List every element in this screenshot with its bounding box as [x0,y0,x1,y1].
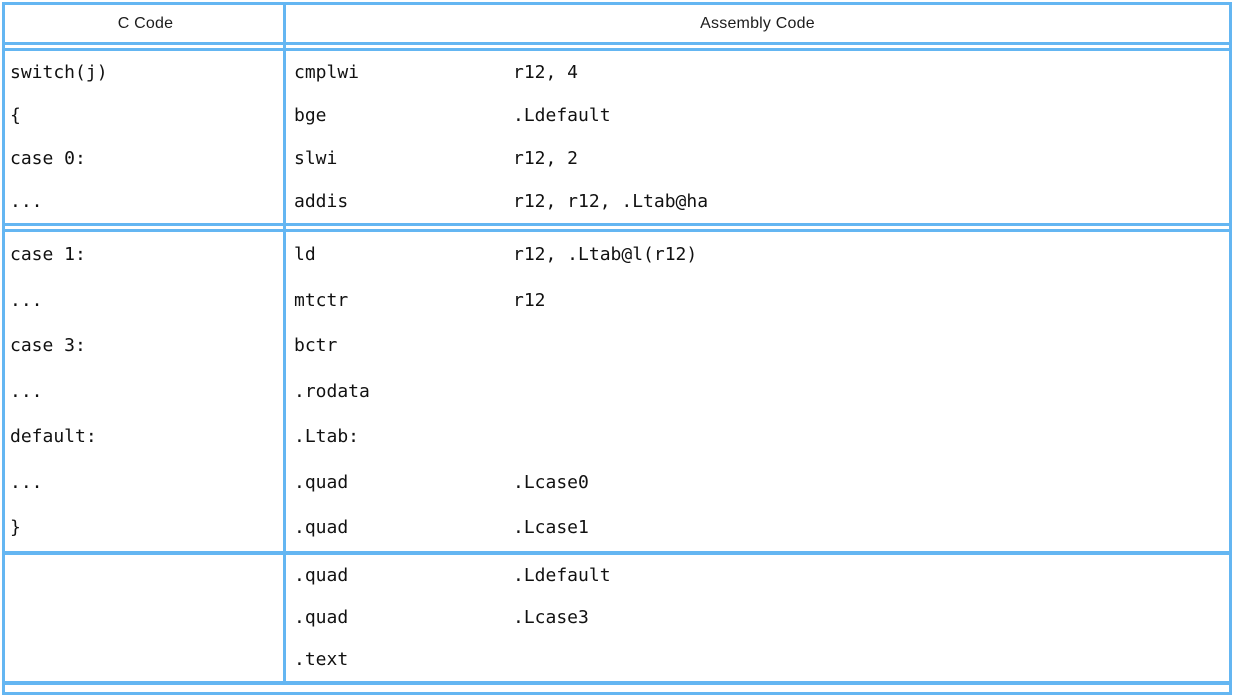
assembly-code-cell: .text [286,649,1229,670]
asm-operands: r12, 2 [513,148,579,169]
asm-mnemonic: .quad [294,607,349,628]
asm-mnemonic: .quad [294,471,349,493]
asm-mnemonic: mtctr [294,289,349,311]
assembly-code-cell: .rodata [286,381,1229,402]
table-group-3: .quad .Ldefault .quad .Lcase3 .text [5,555,1229,685]
assembly-code-cell: .Ltab: [286,426,1229,447]
asm-operands: .Lcase1 [513,517,589,539]
table-row: ... .quad .Lcase0 [5,460,1229,506]
table-row: .quad .Ldefault [5,555,1229,597]
c-code-cell: case 3: [10,335,86,357]
asm-operands: .Ldefault [513,565,611,586]
assembly-code-cell: .quad .Ldefault [286,565,1229,586]
c-code-cell: { [10,105,21,126]
asm-operands: r12, 4 [513,62,579,83]
asm-operands: .Ldefault [513,105,611,126]
assembly-code-cell: .quad .Lcase1 [286,517,1229,538]
asm-mnemonic: .quad [294,517,349,539]
table-row: ... .rodata [5,369,1229,415]
asm-mnemonic: .rodata [294,380,370,402]
assembly-code-cell: slwi r12, 2 [286,148,1229,169]
asm-mnemonic: .Ltab: [294,426,360,448]
asm-mnemonic: .quad [294,565,349,586]
header-assembly-code: Assembly Code [700,14,815,32]
assembly-code-cell: bctr [286,335,1229,356]
assembly-code-cell: addis r12, r12, .Ltab@ha [286,191,1229,212]
assembly-code-cell: mtctr r12 [286,290,1229,311]
asm-operands: r12 [513,289,546,311]
assembly-code-cell: cmplwi r12, 4 [286,62,1229,83]
c-code-cell: switch(j) [10,62,108,83]
table-row: } .quad .Lcase1 [5,505,1229,551]
table-row: .text [5,639,1229,681]
column-divider-line [283,5,286,685]
asm-mnemonic: cmplwi [294,62,360,83]
c-code-cell: ... [10,380,43,402]
asm-operands: .Lcase3 [513,607,589,628]
asm-operands: r12, r12, .Ltab@ha [513,191,709,212]
asm-mnemonic: addis [294,191,349,212]
table-row: case 1: ld r12, .Ltab@l(r12) [5,232,1229,278]
c-code-cell: ... [10,289,43,311]
asm-mnemonic: .text [294,649,349,670]
table-row: default: .Ltab: [5,414,1229,460]
assembly-code-cell: .quad .Lcase0 [286,472,1229,493]
asm-operands: r12, .Ltab@l(r12) [513,244,698,266]
assembly-code-cell: .quad .Lcase3 [286,607,1229,628]
asm-mnemonic: ld [294,244,316,266]
assembly-code-cell: bge .Ldefault [286,105,1229,126]
asm-mnemonic: slwi [294,148,338,169]
header-c-code: C Code [117,14,174,32]
c-code-cell: ... [10,471,43,493]
asm-mnemonic: bctr [294,335,338,357]
asm-mnemonic: bge [294,105,327,126]
table-row: case 0: slwi r12, 2 [5,137,1229,180]
table-row: .quad .Lcase3 [5,597,1229,639]
table-row: case 3: bctr [5,323,1229,369]
table-row: ... addis r12, r12, .Ltab@ha [5,180,1229,223]
table-row: ... mtctr r12 [5,278,1229,324]
c-code-cell: default: [10,426,97,448]
c-code-cell: ... [10,191,43,212]
c-code-cell: case 0: [10,148,86,169]
table-group-1: switch(j) cmplwi r12, 4 { bge .Ldefault case 0… [5,48,1229,226]
table-row: switch(j) cmplwi r12, 4 [5,51,1229,94]
table-group-2: case 1: ld r12, .Ltab@l(r12)... mtctr r12 cas… [5,229,1229,555]
c-code-cell: } [10,517,21,539]
assembly-code-cell: ld r12, .Ltab@l(r12) [286,244,1229,265]
table-header-row: C Code Assembly Code [5,5,1229,45]
c-code-cell: case 1: [10,244,86,266]
asm-operands: .Lcase0 [513,471,589,493]
table-row: { bge .Ldefault [5,94,1229,137]
